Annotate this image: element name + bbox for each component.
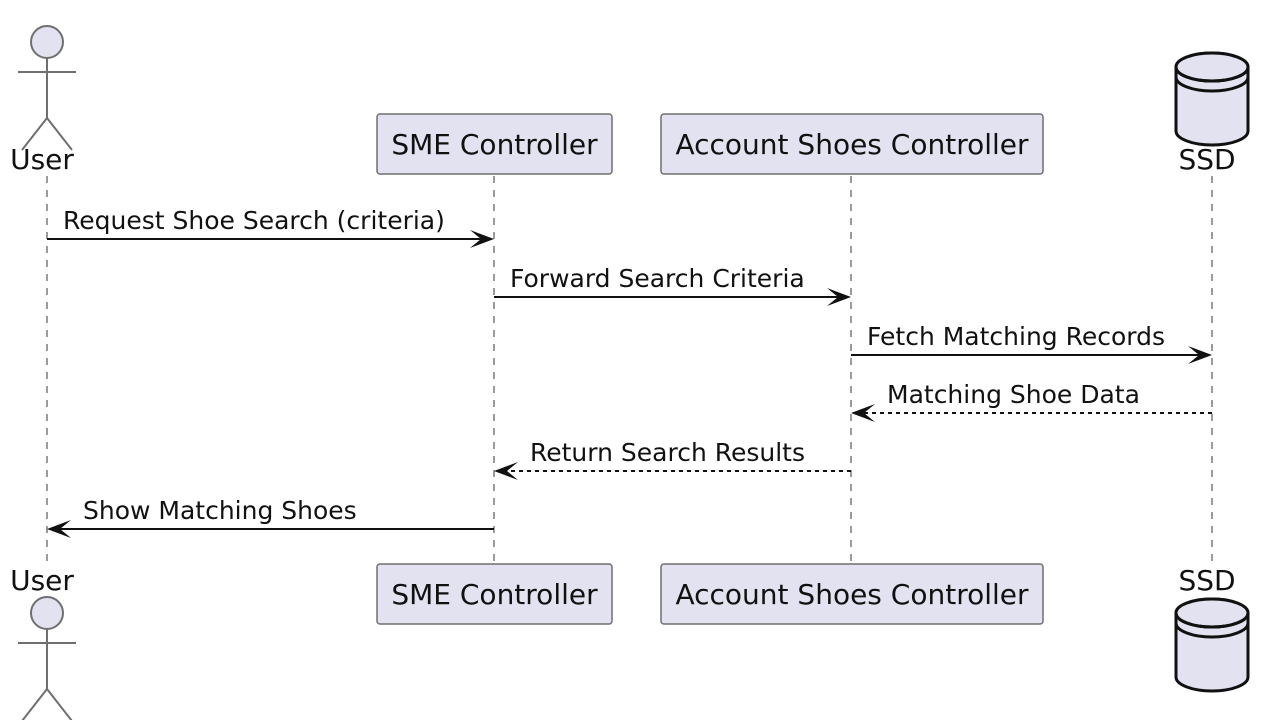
message-4: Matching Shoe Data [851, 380, 1212, 422]
actor-user-bottom-icon [18, 596, 76, 720]
participant-sme-bottom: SME Controller [376, 563, 613, 625]
participant-box [376, 113, 613, 175]
actor-user-top-icon [18, 25, 76, 151]
participant-label: Account Shoes Controller [675, 128, 1029, 161]
actor-label-top: User [10, 143, 74, 176]
database-label-top: SSD [1178, 143, 1235, 176]
message-label: Fetch Matching Records [867, 322, 1165, 351]
message-3: Fetch Matching Records [851, 322, 1212, 364]
message-1: Request Shoe Search (criteria) [47, 206, 494, 248]
arrowhead-icon [1188, 346, 1212, 364]
messages: Request Shoe Search (criteria) Forward Se… [47, 206, 1212, 538]
message-label: Return Search Results [530, 438, 805, 467]
database-ssd-bottom-icon [1174, 597, 1250, 693]
arrowhead-icon [470, 230, 494, 248]
arrowhead-icon [47, 520, 71, 538]
participant-box [660, 563, 1044, 625]
database-ssd-top-icon [1174, 51, 1250, 147]
actor-label-bottom: User [10, 564, 74, 597]
participant-sme-top: SME Controller [376, 113, 613, 175]
participant-box [660, 113, 1044, 175]
message-label: Forward Search Criteria [510, 264, 805, 293]
message-label: Show Matching Shoes [83, 496, 357, 525]
message-6: Show Matching Shoes [47, 496, 494, 538]
message-2: Forward Search Criteria [494, 264, 851, 306]
participant-label: Account Shoes Controller [675, 578, 1029, 611]
arrowhead-icon [851, 404, 875, 422]
participant-label: SME Controller [391, 128, 598, 161]
message-5: Return Search Results [494, 438, 851, 480]
arrowhead-icon [827, 288, 851, 306]
participants-bottom: User SME Controller Account Shoes Controll… [10, 563, 1250, 720]
message-label: Request Shoe Search (criteria) [63, 206, 445, 235]
arrowhead-icon [494, 462, 518, 480]
participant-box [376, 563, 613, 625]
database-label-bottom: SSD [1178, 564, 1235, 597]
participant-acct-bottom: Account Shoes Controller [660, 563, 1044, 625]
participant-label: SME Controller [391, 578, 598, 611]
message-label: Matching Shoe Data [887, 380, 1140, 409]
participants-top: User SME Controller Account Shoes Controll… [10, 25, 1250, 176]
participant-acct-top: Account Shoes Controller [660, 113, 1044, 175]
